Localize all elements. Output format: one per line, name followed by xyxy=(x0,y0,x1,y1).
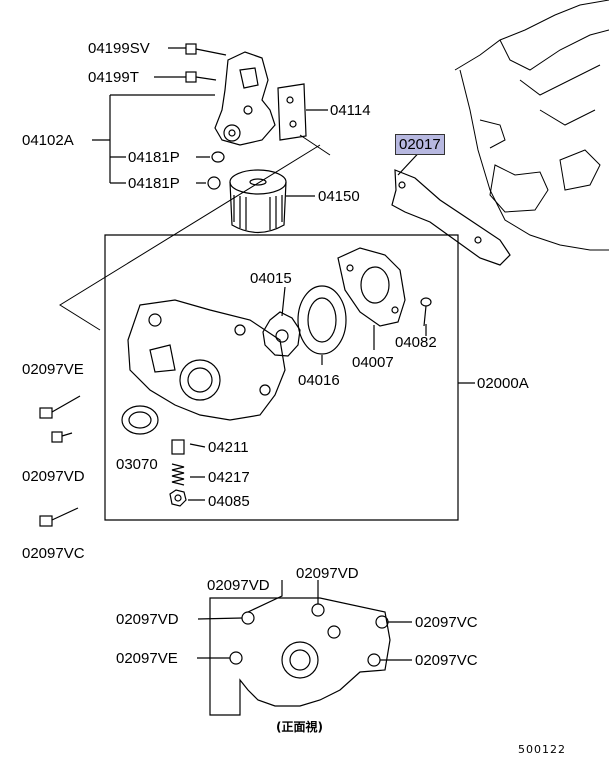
inner-gear-drawing xyxy=(262,311,301,357)
label-04082[interactable]: 04082 xyxy=(395,334,437,351)
label-04199sv[interactable]: 04199SV xyxy=(88,40,150,57)
front-view-drawing xyxy=(209,597,391,716)
label-02097ve-front[interactable]: 02097VE xyxy=(116,650,178,667)
label-02017-highlighted[interactable]: 02017 xyxy=(395,134,445,155)
spring-drawing xyxy=(171,463,185,486)
bolt-02097ve-drawing xyxy=(39,395,81,419)
label-04211[interactable]: 04211 xyxy=(208,439,249,456)
diagram-number: 500122 xyxy=(518,743,566,756)
plug-04181p-a-drawing xyxy=(211,151,225,163)
label-02097vc-front-top[interactable]: 02097VC xyxy=(415,614,478,631)
label-04217[interactable]: 04217 xyxy=(208,469,250,486)
pump-cover-drawing xyxy=(337,247,406,327)
bolt-02097vd-drawing xyxy=(51,431,73,443)
label-02097ve-left[interactable]: 02097VE xyxy=(22,361,84,378)
oil-seal-drawing xyxy=(121,405,159,435)
label-04007[interactable]: 04007 xyxy=(352,354,394,371)
screw-04082-drawing xyxy=(420,297,432,327)
label-04085[interactable]: 04085 xyxy=(208,493,250,510)
label-04199t[interactable]: 04199T xyxy=(88,69,139,86)
label-02097vd-top-right[interactable]: 02097VD xyxy=(296,565,359,582)
label-02097vd-top-left[interactable]: 02097VD xyxy=(207,577,270,594)
plug-04085-drawing xyxy=(169,489,187,507)
oil-filter-drawing xyxy=(229,169,287,234)
label-02097vd-front[interactable]: 02097VD xyxy=(116,611,179,628)
label-02000a[interactable]: 02000A xyxy=(477,375,529,392)
front-view-caption: (正面視) xyxy=(276,720,323,734)
label-04114[interactable]: 04114 xyxy=(330,102,371,119)
gasket-04114-drawing xyxy=(277,83,307,141)
oil-filter-bracket-drawing xyxy=(214,51,276,146)
label-04016[interactable]: 04016 xyxy=(298,372,340,389)
label-03070[interactable]: 03070 xyxy=(116,456,158,473)
bolt-02097vc-drawing xyxy=(39,507,79,527)
label-04150[interactable]: 04150 xyxy=(318,188,360,205)
label-02097vc-left[interactable]: 02097VC xyxy=(22,545,85,562)
label-04102a[interactable]: 04102A xyxy=(22,132,74,149)
gasket-02017-drawing xyxy=(391,169,511,266)
label-02097vc-front-bottom[interactable]: 02097VC xyxy=(415,652,478,669)
label-02097vd-left[interactable]: 02097VD xyxy=(22,468,85,485)
label-04181p-a[interactable]: 04181P xyxy=(128,149,180,166)
outer-gear-drawing xyxy=(297,285,347,355)
engine-block-drawing xyxy=(454,0,609,251)
plunger-drawing xyxy=(171,439,185,455)
plug-04181p-b-drawing xyxy=(207,176,221,190)
bolts-04199-drawing xyxy=(185,43,227,83)
assembly-box-02000a xyxy=(104,234,459,521)
label-04015[interactable]: 04015 xyxy=(250,270,292,287)
oil-pump-housing-drawing xyxy=(127,299,286,421)
label-04181p-b[interactable]: 04181P xyxy=(128,175,180,192)
